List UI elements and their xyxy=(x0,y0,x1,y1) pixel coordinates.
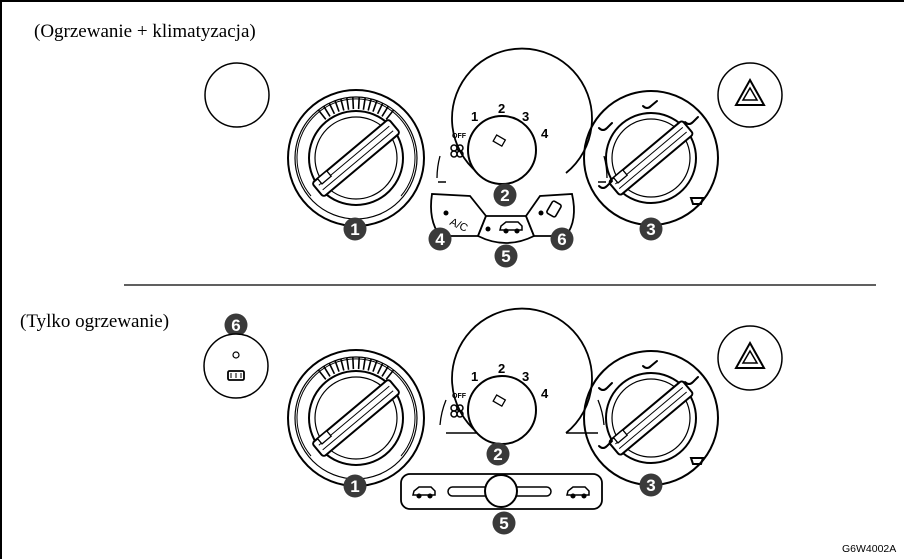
rear-defrost-button-bottom[interactable] xyxy=(203,333,269,399)
callout-5-top: 5 xyxy=(494,244,518,268)
callout-3-top: 3 xyxy=(639,217,663,241)
svg-text:1: 1 xyxy=(350,477,359,496)
callout-1-bottom: 1 xyxy=(343,474,367,498)
hazard-button-top[interactable] xyxy=(717,62,783,128)
fan-dial-bottom[interactable] xyxy=(439,307,605,445)
callout-2-top: 2 xyxy=(493,183,517,207)
svg-text:6: 6 xyxy=(557,230,566,249)
svg-text:5: 5 xyxy=(501,247,510,266)
section-title-bottom: (Tylko ogrzewanie) xyxy=(20,311,169,332)
fan-speed-1-bottom: 1 xyxy=(471,369,478,384)
callout-1-top: 1 xyxy=(343,217,367,241)
fan-off-label-bottom: OFF xyxy=(452,393,467,400)
blank-button-top[interactable] xyxy=(204,62,270,128)
fan-speed-2-top: 2 xyxy=(498,101,505,116)
fan-dial-top[interactable] xyxy=(436,47,608,185)
figure-code: G6W4002A xyxy=(842,543,896,555)
callout-4-top: 4 xyxy=(428,227,452,251)
fan-speed-4-top: 4 xyxy=(541,126,549,141)
fan-speed-3-bottom: 3 xyxy=(522,369,529,384)
callout-5-bottom: 5 xyxy=(492,511,516,535)
svg-text:2: 2 xyxy=(500,186,509,205)
callout-3-bottom: 3 xyxy=(639,473,663,497)
mode-knob-bottom[interactable] xyxy=(583,350,719,486)
callout-2-bottom: 2 xyxy=(486,442,510,466)
fan-speed-1-top: 1 xyxy=(471,109,478,124)
callout-6-top: 6 xyxy=(550,227,574,251)
ac-indicator-top xyxy=(443,210,449,216)
fan-icon-bottom xyxy=(450,404,464,418)
svg-text:5: 5 xyxy=(499,514,508,533)
svg-text:6: 6 xyxy=(231,316,240,335)
hazard-button-bottom[interactable] xyxy=(717,325,783,391)
fan-icon-top xyxy=(450,144,464,158)
temperature-knob-top[interactable] xyxy=(287,89,425,227)
svg-text:3: 3 xyxy=(646,476,655,495)
fan-speed-2-bottom: 2 xyxy=(498,361,505,376)
temperature-knob-bottom[interactable] xyxy=(287,349,425,487)
fan-off-label-top: OFF xyxy=(452,133,467,140)
fan-speed-4-bottom: 4 xyxy=(541,386,549,401)
recirc-indicator-top xyxy=(485,226,491,232)
svg-text:1: 1 xyxy=(350,220,359,239)
section-title-top: (Ogrzewanie + klimatyzacja) xyxy=(34,21,256,42)
defrost-indicator-top xyxy=(538,210,544,216)
recirc-slider[interactable] xyxy=(400,473,603,510)
svg-text:3: 3 xyxy=(646,220,655,239)
callout-6-bottom: 6 xyxy=(224,313,248,337)
rear-defrost-icon-top[interactable] xyxy=(546,200,562,218)
svg-text:2: 2 xyxy=(493,445,502,464)
fan-speed-3-top: 3 xyxy=(522,109,529,124)
svg-text:4: 4 xyxy=(435,230,445,249)
